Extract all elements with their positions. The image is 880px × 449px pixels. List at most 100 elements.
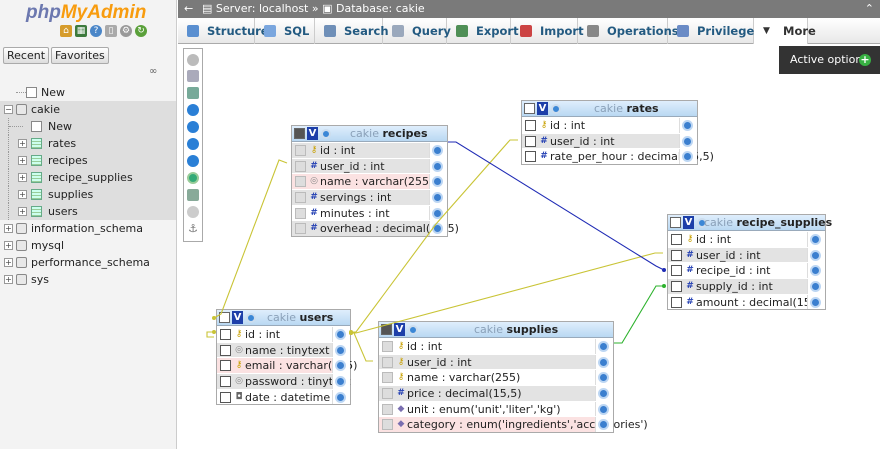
column-options-icon[interactable]: [598, 372, 609, 384]
column-checkbox[interactable]: [671, 265, 682, 277]
column-row[interactable]: ◎name : varchar(255): [292, 173, 447, 190]
tab-privileges[interactable]: Privileges: [668, 18, 761, 44]
column-row[interactable]: #servings : int: [292, 189, 447, 205]
collapse-arrow-icon[interactable]: ←: [184, 2, 194, 15]
anchor-icon[interactable]: ⚓: [187, 222, 199, 235]
column-options-icon[interactable]: [682, 151, 693, 163]
logout-icon[interactable]: ▦: [75, 25, 87, 37]
toggle-columns-icon[interactable]: V: [394, 323, 405, 336]
column-checkbox[interactable]: [220, 376, 231, 388]
tree-item-supplies[interactable]: +supplies: [0, 186, 176, 203]
create-relation-icon[interactable]: [187, 155, 199, 167]
column-checkbox[interactable]: [382, 403, 393, 415]
select-table-checkbox[interactable]: [381, 324, 392, 335]
column-row[interactable]: ⚷id : int: [292, 142, 447, 158]
column-row[interactable]: ⚷id : int: [379, 338, 613, 354]
tree-item-mysql[interactable]: +mysql: [0, 237, 176, 254]
column-options-icon[interactable]: [432, 207, 443, 219]
column-checkbox[interactable]: [382, 388, 393, 400]
expand-icon[interactable]: +: [18, 173, 27, 182]
recent-button[interactable]: Recent: [3, 47, 50, 64]
toggle-columns-icon[interactable]: V: [683, 216, 694, 229]
column-options-icon[interactable]: [810, 281, 821, 293]
favorites-button[interactable]: Favorites: [51, 47, 109, 64]
tree-item-New[interactable]: New: [0, 84, 176, 101]
expand-icon[interactable]: +: [18, 156, 27, 165]
tab-sql[interactable]: SQL: [255, 18, 315, 44]
column-checkbox[interactable]: [525, 151, 536, 163]
column-checkbox[interactable]: [295, 207, 306, 219]
column-checkbox[interactable]: [382, 356, 393, 368]
column-checkbox[interactable]: [295, 176, 306, 188]
expand-icon[interactable]: +: [18, 190, 27, 199]
column-checkbox[interactable]: [671, 281, 682, 293]
column-row[interactable]: #rate_per_hour : decimal(15,5): [522, 148, 714, 165]
column-options-icon[interactable]: [598, 403, 609, 415]
tree-item-rates[interactable]: +rates: [0, 135, 176, 152]
column-options-icon[interactable]: [432, 145, 443, 156]
open-page-icon[interactable]: [187, 121, 199, 133]
active-options-button[interactable]: Active options +: [779, 46, 880, 74]
fullscreen-icon[interactable]: [187, 70, 199, 82]
toggle-angular-icon[interactable]: [187, 206, 199, 218]
column-row[interactable]: ⚷name : varchar(255): [379, 369, 613, 386]
column-options-icon[interactable]: [335, 329, 346, 340]
home-icon[interactable]: ⌂: [60, 25, 72, 37]
column-options-icon[interactable]: [810, 265, 821, 277]
table-options-icon[interactable]: [246, 313, 256, 323]
expand-icon[interactable]: +: [4, 241, 13, 250]
column-row[interactable]: ⚷id : int: [217, 326, 350, 342]
column-options-icon[interactable]: [432, 192, 443, 204]
tree-item-users[interactable]: +users: [0, 203, 176, 220]
column-options-icon[interactable]: [598, 341, 609, 352]
column-row[interactable]: ◆unit : enum('unit','liter','kg'): [379, 400, 613, 417]
tab-operations[interactable]: Operations: [578, 18, 679, 44]
column-checkbox[interactable]: [295, 223, 306, 235]
column-checkbox[interactable]: [671, 249, 682, 261]
column-row[interactable]: #price : decimal(15,5): [379, 385, 613, 401]
column-checkbox[interactable]: [220, 344, 231, 356]
expand-icon[interactable]: +: [18, 207, 27, 216]
column-row[interactable]: ◎password : tinytext: [217, 373, 350, 389]
settings-icon[interactable]: ⚙: [120, 25, 132, 37]
help-icon[interactable]: ?: [90, 25, 102, 37]
tab-import[interactable]: Import: [511, 18, 584, 44]
column-row[interactable]: ◎name : tinytext: [217, 341, 350, 358]
column-options-icon[interactable]: [598, 419, 609, 431]
toggle-columns-icon[interactable]: V: [537, 102, 548, 115]
column-checkbox[interactable]: [671, 234, 682, 245]
column-checkbox[interactable]: [671, 296, 682, 308]
column-checkbox[interactable]: [295, 160, 306, 172]
column-options-icon[interactable]: [335, 344, 346, 356]
column-options-icon[interactable]: [810, 234, 821, 245]
new-page-icon[interactable]: [187, 87, 199, 99]
column-row[interactable]: #supply_id : int: [668, 278, 825, 294]
tree-item-information-schema[interactable]: +information_schema: [0, 220, 176, 237]
tree-item-recipes[interactable]: +recipes: [0, 152, 176, 169]
column-row[interactable]: #amount : decimal(15,5): [668, 293, 826, 310]
column-checkbox[interactable]: [220, 391, 231, 403]
column-checkbox[interactable]: [295, 192, 306, 204]
column-options-icon[interactable]: [335, 391, 346, 403]
column-options-icon[interactable]: [335, 376, 346, 388]
column-row[interactable]: #recipe_id : int: [668, 262, 825, 279]
toggle-columns-icon[interactable]: V: [307, 127, 318, 140]
column-row[interactable]: ⚷id : int: [522, 117, 697, 133]
table-options-icon[interactable]: [697, 218, 707, 228]
column-row[interactable]: ⚷email : varchar(255): [217, 357, 357, 374]
expand-icon[interactable]: +: [4, 275, 13, 284]
tree-item-New[interactable]: New: [0, 118, 176, 135]
tab-more[interactable]: ▼More: [754, 18, 816, 44]
column-row[interactable]: #minutes : int: [292, 204, 447, 221]
link-with-main-icon[interactable]: ∞: [149, 66, 158, 77]
column-checkbox[interactable]: [295, 145, 306, 156]
expand-icon[interactable]: +: [18, 139, 27, 148]
